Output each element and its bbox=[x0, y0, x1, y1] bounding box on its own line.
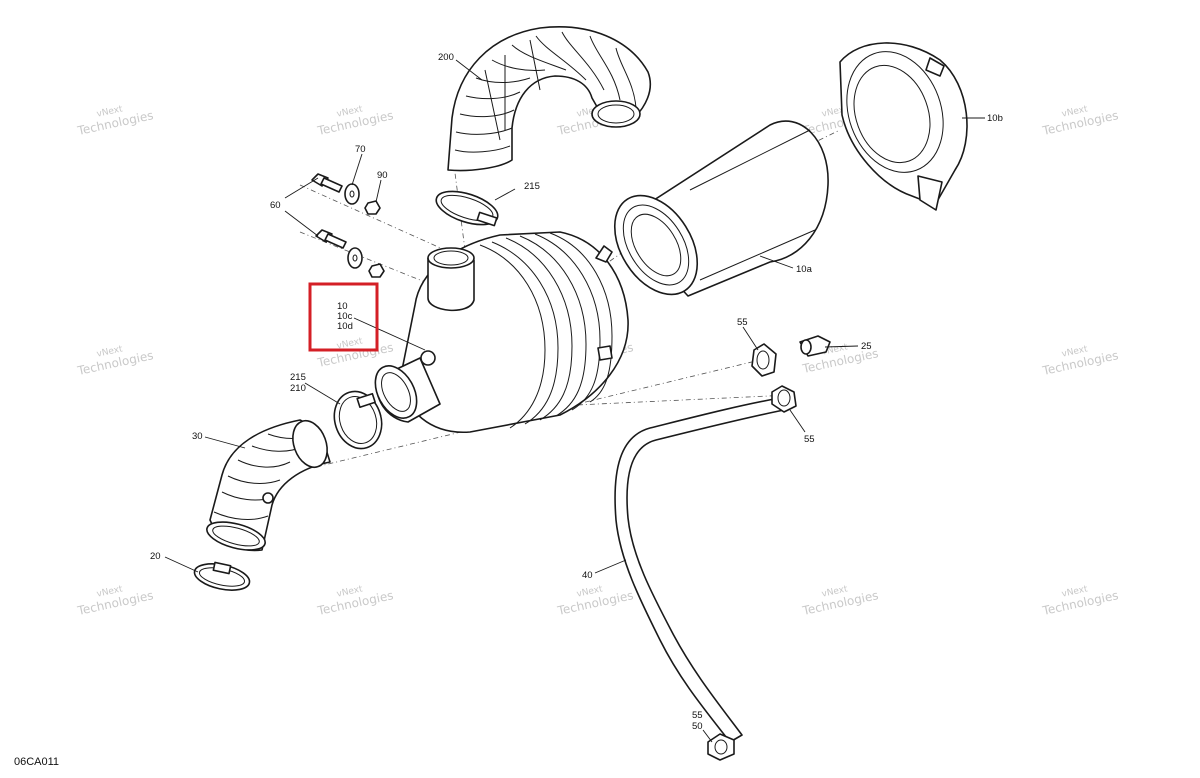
label-200: 200 bbox=[438, 52, 454, 63]
label-10d: 10d bbox=[337, 321, 353, 332]
label-25: 25 bbox=[861, 341, 872, 352]
label-55-bottom: 55 bbox=[692, 710, 703, 721]
drain-hose bbox=[614, 397, 785, 743]
diagram-code: 06CA011 bbox=[14, 756, 59, 768]
label-10b: 10b bbox=[987, 113, 1003, 124]
label-55-lower: 55 bbox=[804, 434, 815, 445]
label-55-upper: 55 bbox=[737, 317, 748, 328]
callout-labels: 200 215 70 90 60 10b 10a 10 10c 10d 215 … bbox=[150, 52, 1003, 732]
label-215-top: 215 bbox=[524, 181, 540, 192]
label-30: 30 bbox=[192, 431, 203, 442]
air-filter-housing bbox=[374, 231, 629, 433]
label-210: 210 bbox=[290, 383, 306, 394]
filter-cover bbox=[839, 42, 968, 211]
leader-lines bbox=[164, 59, 985, 743]
label-20: 20 bbox=[150, 551, 161, 562]
label-60: 60 bbox=[270, 200, 281, 211]
fasteners-lower bbox=[315, 229, 385, 278]
label-70: 70 bbox=[355, 144, 366, 155]
label-10: 10 bbox=[337, 301, 348, 312]
label-10c: 10c bbox=[337, 311, 353, 322]
label-90: 90 bbox=[377, 170, 388, 181]
hose-clip-bottom bbox=[707, 733, 735, 761]
label-50: 50 bbox=[692, 721, 703, 732]
highlight-box bbox=[308, 282, 379, 352]
filter-cartridge bbox=[613, 120, 829, 297]
lower-intake-duct bbox=[206, 419, 331, 552]
upper-intake-duct bbox=[447, 26, 652, 172]
hose-clip-upper bbox=[751, 343, 777, 377]
hose-clamp-top bbox=[435, 190, 499, 227]
label-215-middle: 215 bbox=[290, 372, 306, 383]
label-10a: 10a bbox=[796, 264, 813, 275]
hose-clamp-middle bbox=[333, 390, 383, 450]
hose-clamp-bottom bbox=[193, 561, 251, 591]
fitting-25 bbox=[799, 335, 831, 357]
hose-clip-lower bbox=[771, 385, 797, 413]
label-40: 40 bbox=[582, 570, 593, 581]
fasteners-upper bbox=[311, 173, 381, 215]
